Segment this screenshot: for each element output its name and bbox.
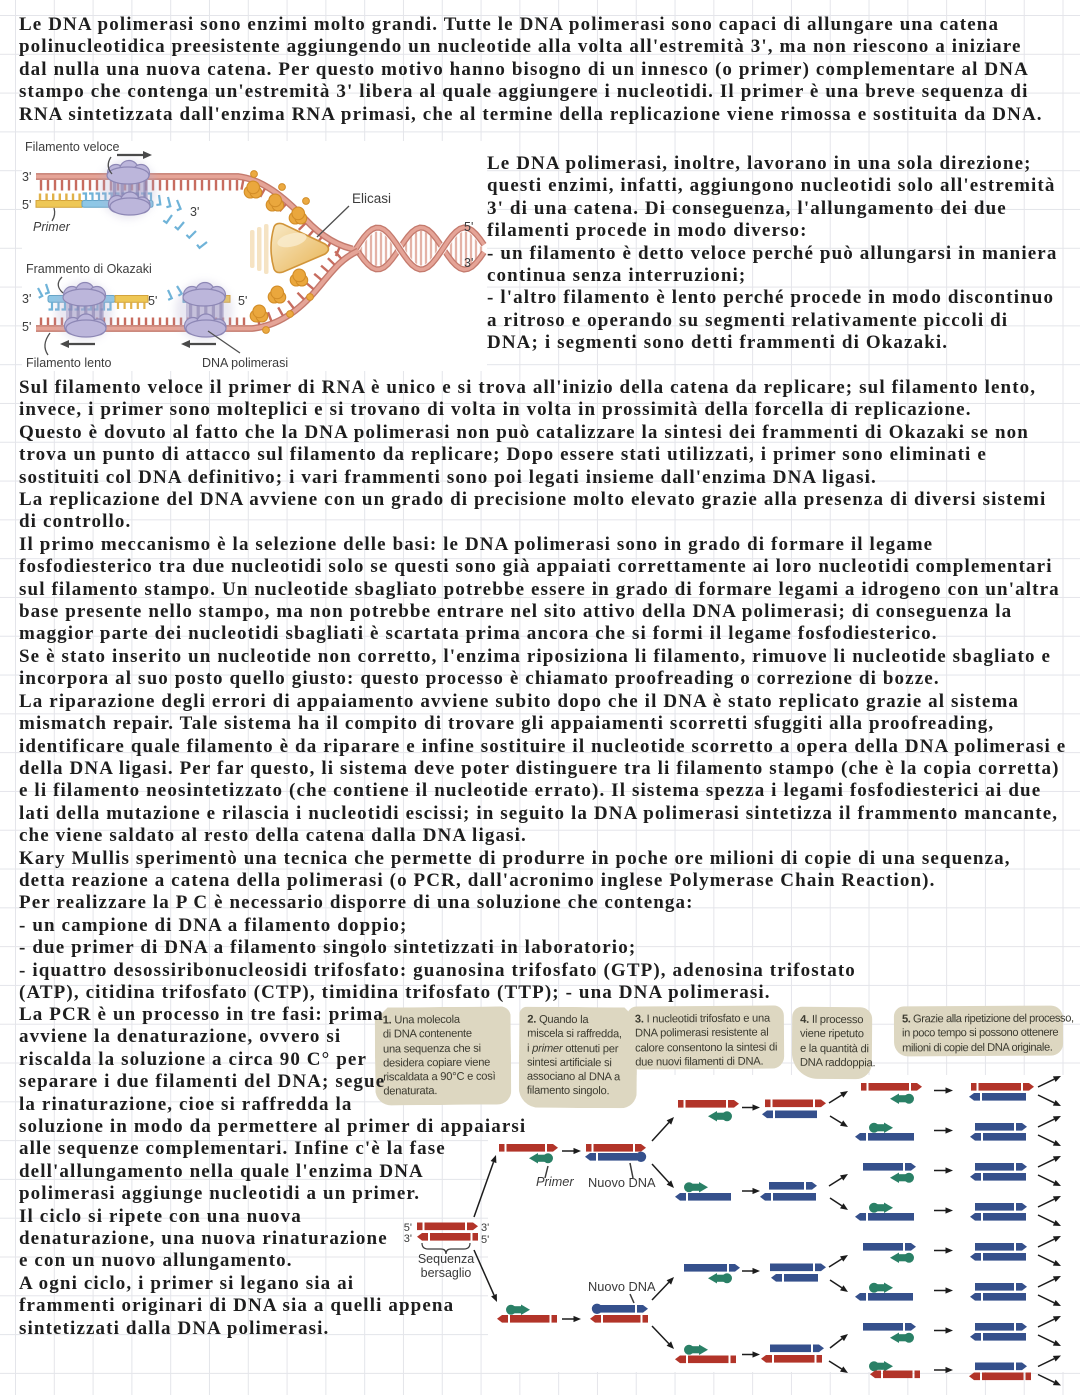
svg-text:Elicasi: Elicasi [352, 191, 391, 206]
svg-text:5': 5' [404, 1222, 412, 1234]
svg-text:5': 5' [148, 294, 157, 308]
svg-text:Filamento lento: Filamento lento [26, 356, 112, 370]
svg-text:Primer: Primer [536, 1174, 574, 1189]
svg-text:3': 3' [481, 1222, 489, 1234]
svg-text:3': 3' [22, 292, 31, 306]
svg-text:3': 3' [404, 1233, 412, 1245]
svg-text:Nuovo DNA: Nuovo DNA [588, 1175, 656, 1190]
svg-text:DNA polimerasi: DNA polimerasi [202, 356, 288, 370]
svg-text:3': 3' [190, 205, 199, 219]
svg-text:Sequenza: Sequenza [418, 1252, 474, 1266]
svg-text:5': 5' [238, 294, 247, 308]
svg-text:5': 5' [22, 320, 31, 334]
svg-text:bersaglio: bersaglio [421, 1266, 472, 1280]
svg-text:3': 3' [22, 170, 31, 184]
svg-text:Frammento di Okazaki: Frammento di Okazaki [26, 262, 152, 276]
svg-text:3': 3' [464, 256, 473, 270]
svg-text:Filamento veloce: Filamento veloce [25, 140, 120, 154]
svg-text:Primer: Primer [33, 220, 71, 234]
svg-text:Nuovo DNA: Nuovo DNA [588, 1279, 656, 1294]
svg-text:5': 5' [22, 198, 31, 212]
svg-text:5': 5' [464, 220, 473, 234]
svg-text:5': 5' [481, 1234, 489, 1246]
